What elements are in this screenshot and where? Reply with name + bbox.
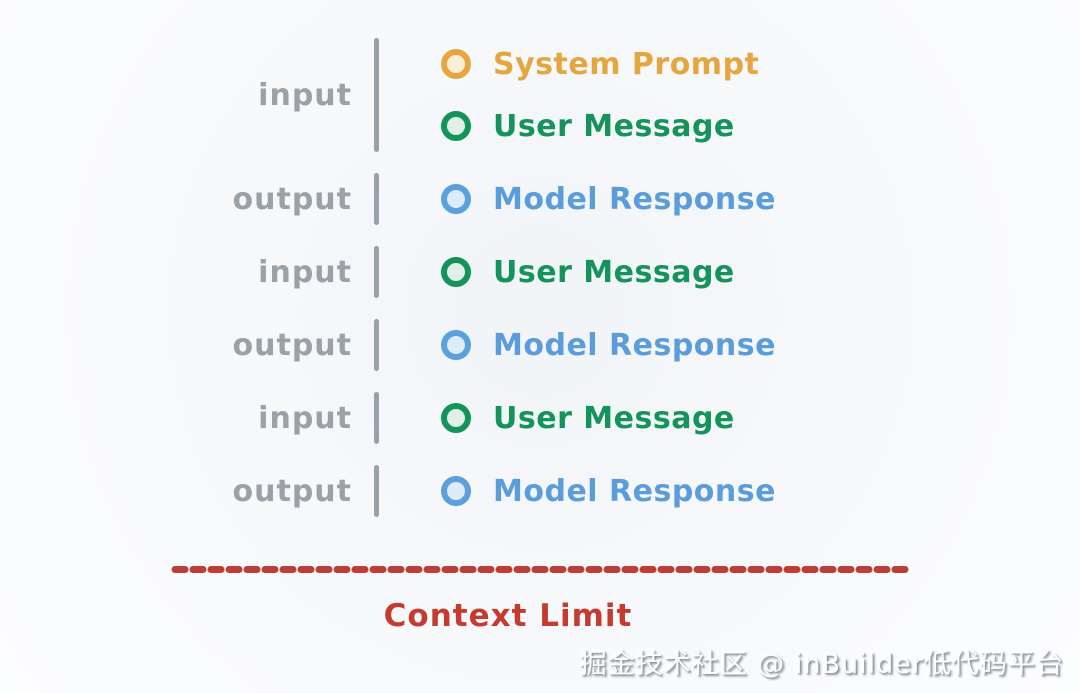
group-span-bar bbox=[374, 392, 379, 444]
watermark: 掘金技术社区 @ inBuilder低代码平台 bbox=[579, 649, 1064, 680]
message-row: System Prompt bbox=[441, 33, 759, 95]
message-label: User Message bbox=[493, 108, 735, 144]
model-circle-icon bbox=[441, 184, 471, 214]
io-label-output: output bbox=[232, 473, 352, 509]
io-label-output: output bbox=[232, 327, 352, 363]
io-group: input User Message bbox=[0, 387, 1080, 449]
group-span-bar bbox=[374, 173, 379, 225]
io-label-output: output bbox=[232, 181, 352, 217]
message-row: Model Response bbox=[441, 168, 776, 230]
io-label-input: input bbox=[258, 77, 352, 113]
io-label-input: input bbox=[258, 254, 352, 290]
message-label: System Prompt bbox=[493, 46, 760, 82]
message-row: User Message bbox=[441, 241, 735, 303]
model-circle-icon bbox=[441, 476, 471, 506]
io-group: output Model Response bbox=[0, 168, 1080, 230]
message-label: Model Response bbox=[493, 327, 776, 363]
group-span-bar bbox=[374, 319, 379, 371]
context-limit-dashed-line bbox=[171, 566, 917, 573]
message-row: User Message bbox=[441, 95, 759, 157]
user-circle-icon bbox=[441, 403, 471, 433]
model-circle-icon bbox=[441, 330, 471, 360]
context-limit-label: Context Limit bbox=[383, 598, 633, 634]
group-span-bar bbox=[374, 38, 379, 152]
message-label: Model Response bbox=[493, 181, 776, 217]
io-group: output Model Response bbox=[0, 460, 1080, 522]
user-circle-icon bbox=[441, 111, 471, 141]
group-span-bar bbox=[374, 465, 379, 517]
message-row: Model Response bbox=[441, 460, 776, 522]
message-label: User Message bbox=[493, 400, 735, 436]
system-circle-icon bbox=[441, 49, 471, 79]
message-row: User Message bbox=[441, 387, 735, 449]
group-span-bar bbox=[374, 246, 379, 298]
message-label: User Message bbox=[493, 254, 735, 290]
message-label: Model Response bbox=[493, 473, 776, 509]
user-circle-icon bbox=[441, 257, 471, 287]
io-group: input User Message bbox=[0, 241, 1080, 303]
message-row: Model Response bbox=[441, 314, 776, 376]
io-label-input: input bbox=[258, 400, 352, 436]
io-group: output Model Response bbox=[0, 314, 1080, 376]
